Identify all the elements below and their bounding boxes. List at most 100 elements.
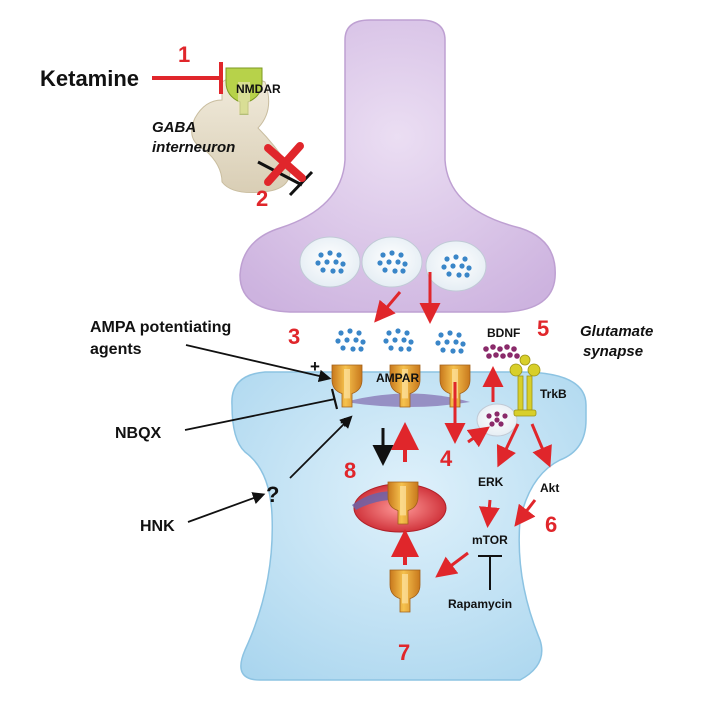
nbqx-label: NBQX: [115, 425, 162, 442]
step-number-8: 8: [344, 458, 356, 483]
glutamate-dot: [440, 347, 446, 353]
glutamate-dot: [333, 259, 339, 265]
glutamate-dot: [344, 337, 350, 343]
ketamine-label: Ketamine: [40, 66, 139, 91]
glutamate-dot: [392, 268, 398, 274]
ampa-agents-label-1: AMPA potentiating: [90, 319, 231, 336]
glutamate-dot: [335, 338, 341, 344]
trkb-akt-arrow: [530, 423, 552, 468]
glutamate-dot: [450, 348, 456, 354]
glutamate-dot: [383, 338, 389, 344]
bdnf-dot: [486, 353, 492, 359]
step-number-3: 3: [288, 324, 300, 349]
glutamate-dot: [358, 346, 364, 352]
synapse-label: synapse: [583, 343, 643, 360]
bdnf-dot: [494, 411, 500, 417]
glutamate-dot: [400, 268, 406, 274]
bdnf-dot: [497, 346, 503, 352]
step-number-2: 2: [256, 186, 268, 211]
glutamate-dot: [320, 267, 326, 273]
bdnf-dot: [504, 344, 510, 350]
glutamate-dot: [377, 260, 383, 266]
nbqx-inhibition-line: [184, 398, 336, 431]
receptor-channel: [344, 369, 350, 399]
mtor-label: mTOR: [472, 533, 508, 547]
glutamate-dot: [350, 346, 356, 352]
receptor-channel: [402, 574, 408, 604]
step-number-1: 1: [178, 42, 190, 67]
glutamate-dot: [453, 339, 459, 345]
glutamate-dot: [466, 265, 472, 271]
glutamate-dot: [338, 268, 344, 274]
glutamate-dot: [453, 254, 459, 260]
presynaptic-vesicle: [299, 236, 361, 288]
plus-sign-top: +: [310, 357, 320, 376]
glutamate-dot: [441, 264, 447, 270]
glutamate-dot: [406, 346, 412, 352]
gaba-inhibition-bar: [288, 170, 314, 197]
akt-label: Akt: [540, 481, 559, 495]
bdnf-dot: [483, 346, 489, 352]
glutamate-dot: [395, 328, 401, 334]
released-glutamate: [335, 328, 466, 354]
glutamate-dot: [395, 259, 401, 265]
glutamate-dot: [347, 328, 353, 334]
mtor-receptor-arrow: [435, 551, 469, 578]
bdnf-dot: [486, 413, 492, 419]
glutamate-dot: [456, 272, 462, 278]
glutamate-dot: [438, 332, 444, 338]
receptor-channel: [400, 486, 406, 516]
glutamate-dot: [398, 346, 404, 352]
step4-arrow: [466, 426, 490, 448]
trkb-receptor: [509, 354, 541, 417]
ampa-agents-label-2: agents: [90, 341, 142, 358]
erk-mtor-arrow: [478, 499, 500, 528]
glutamate-dot: [336, 252, 342, 258]
bdnf-dot: [498, 421, 504, 427]
glutamate-dot: [392, 337, 398, 343]
hnk-to-question-pointer: [187, 492, 266, 523]
presynaptic-vesicle: [361, 236, 423, 288]
glutamate-dot: [401, 337, 407, 343]
bdnf-dots: [486, 411, 508, 427]
glutamate-label: Glutamate: [580, 323, 653, 340]
ampar-receptor: [331, 364, 363, 408]
glutamate-dot: [386, 330, 392, 336]
step-number-5: 5: [537, 316, 549, 341]
released-bdnf: [483, 344, 520, 359]
plus-sign-mid: +: [340, 413, 350, 432]
glutamate-dot: [402, 261, 408, 267]
bdnf-dot: [489, 421, 495, 427]
glutamate-dot: [456, 332, 462, 338]
glutamate-dot: [444, 256, 450, 262]
glutamate-dot: [447, 330, 453, 336]
interneuron-label: interneuron: [152, 139, 235, 156]
glutamate-dot: [360, 339, 366, 345]
ampar-receptor: [389, 364, 421, 408]
bdnf-dot: [490, 344, 496, 350]
glutamate-dot: [356, 330, 362, 336]
ampar-label: AMPAR: [376, 371, 419, 385]
glutamate-dot: [340, 345, 346, 351]
release-arrow: [374, 291, 402, 323]
glutamate-dot: [382, 267, 388, 273]
glutamate-dot: [459, 263, 465, 269]
gaba-interneuron: [191, 75, 291, 193]
akt-mtor-arrow: [514, 499, 537, 527]
nmdar-receptor: [225, 67, 263, 115]
glutamate-dot: [398, 252, 404, 258]
rapamycin-label: Rapamycin: [448, 597, 512, 611]
bdnf-dot: [500, 353, 506, 359]
bdnf-dot: [493, 352, 499, 358]
step-number-6: 6: [545, 512, 557, 537]
presynaptic-vesicle: [425, 240, 487, 292]
internalized-ampar: [387, 481, 419, 525]
glutamate-dot: [388, 345, 394, 351]
blocked-cross-icon: [264, 142, 306, 186]
glutamate-dot: [330, 268, 336, 274]
glutamate-dot: [404, 330, 410, 336]
receptor-channel: [402, 369, 408, 399]
step-number-4: 4: [440, 446, 453, 471]
